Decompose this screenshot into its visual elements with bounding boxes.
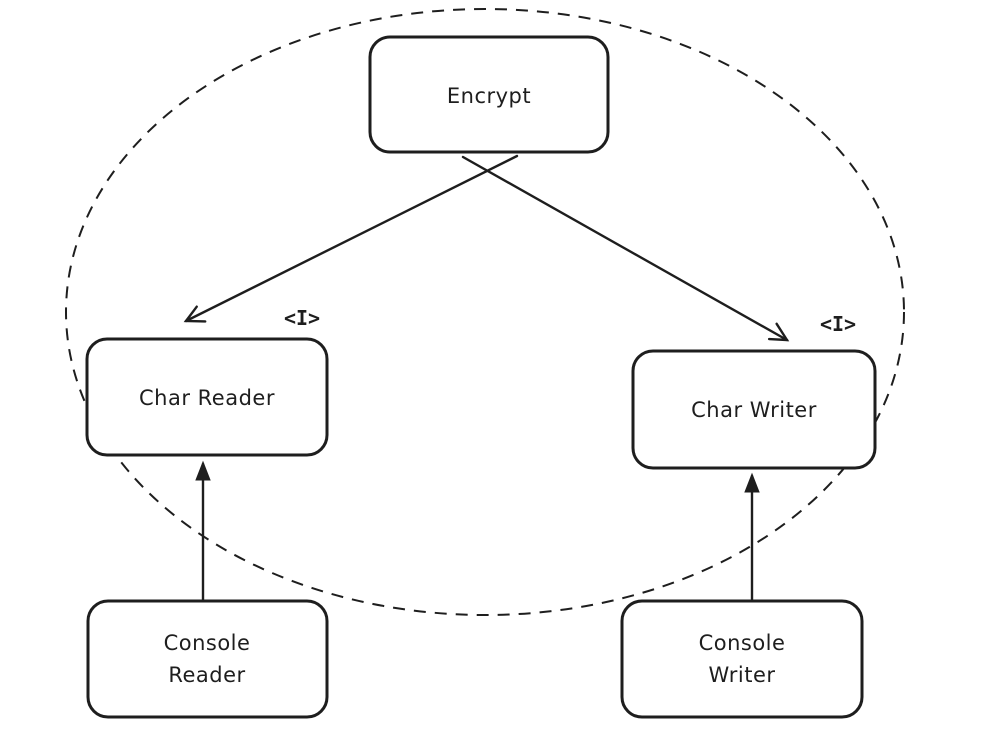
node-console-writer-box [620, 599, 864, 719]
node-char-reader: <I> Char Reader [85, 306, 329, 457]
node-char-writer-label: Char Writer [691, 398, 817, 422]
node-encrypt: Encrypt [368, 35, 610, 154]
node-console-writer: Console Writer [620, 599, 864, 719]
node-console-writer-label-line1: Console [699, 631, 786, 655]
edges-layer [183, 154, 790, 602]
node-console-reader-label-line2: Reader [168, 663, 245, 687]
arrow-encrypt-to-char-writer [461, 155, 790, 342]
arrow-encrypt-to-char-reader [183, 154, 519, 323]
node-char-reader-box [85, 337, 329, 457]
node-char-writer-box [631, 349, 877, 470]
node-encrypt-box [368, 35, 610, 154]
node-console-reader-box [86, 599, 329, 719]
node-char-writer: <I> Char Writer [631, 312, 877, 470]
node-console-writer-label-line2: Writer [708, 663, 775, 687]
node-console-reader: Console Reader [86, 599, 329, 719]
node-console-reader-label-line1: Console [164, 631, 251, 655]
node-encrypt-label: Encrypt [447, 84, 531, 108]
char-writer-stereotype-label: <I> [820, 312, 856, 336]
node-char-reader-label: Char Reader [139, 386, 275, 410]
char-reader-stereotype-label: <I> [284, 306, 320, 330]
system-boundary-ellipse [65, 8, 905, 616]
